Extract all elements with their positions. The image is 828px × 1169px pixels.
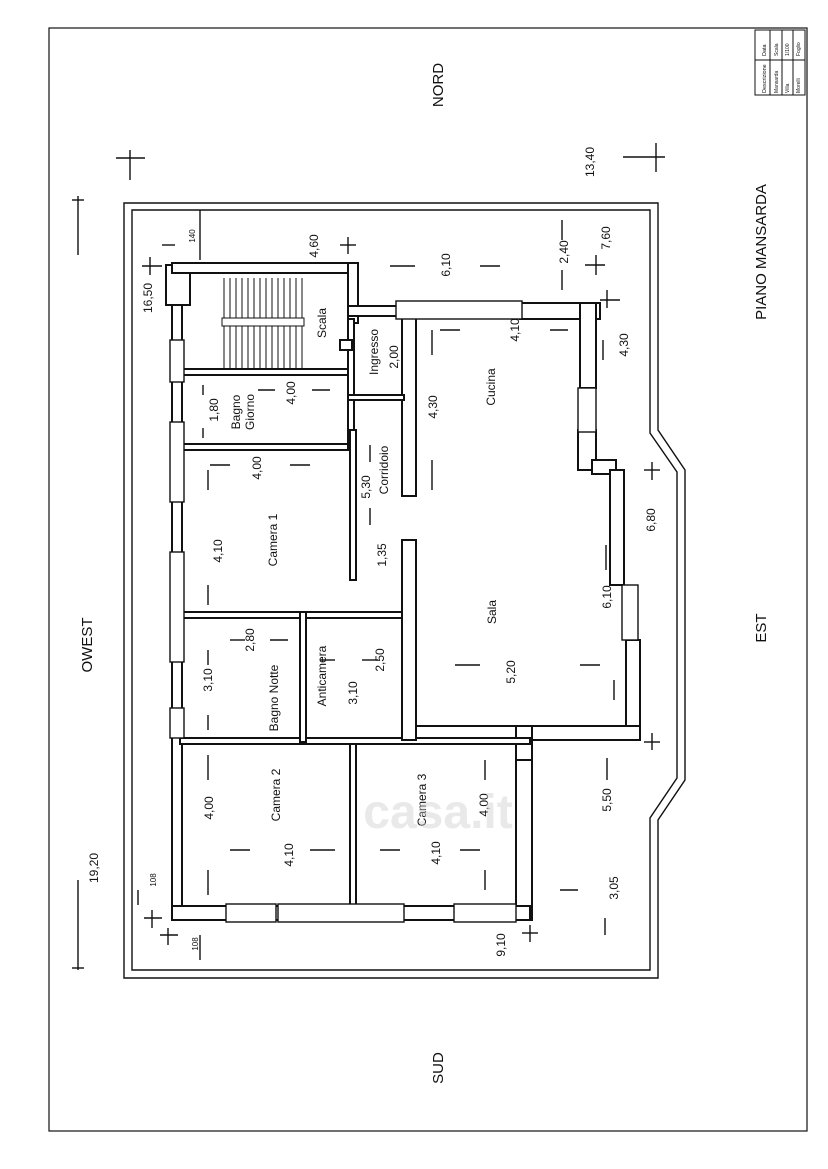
- watermark: casa.it: [363, 786, 512, 839]
- dim-13-40: 13,40: [583, 147, 597, 177]
- room-bagno-notte-dim: 3,10: [201, 668, 215, 692]
- label-est: EST: [753, 613, 770, 642]
- tb-header-data: Data: [762, 43, 768, 56]
- dim-9-10: 9,10: [494, 933, 508, 957]
- tb-cell: Scala: [774, 43, 780, 56]
- room-bagno-notte-label: Bagno Notte: [267, 664, 281, 731]
- dim-140: 140: [188, 229, 197, 243]
- room-labels: Scala Ingresso 2,00 BagnoGiorno 1,80 4,0…: [201, 308, 614, 867]
- room-anticamera-dim: 3,10: [346, 681, 360, 705]
- dim-3-05: 3,05: [607, 876, 621, 900]
- room-scala-label: Scala: [315, 308, 329, 338]
- room-camera-2-dim: 4,00: [202, 796, 216, 820]
- room-camera-3-dim: 4,00: [477, 793, 491, 817]
- room-anticamera-dim: 2,50: [373, 648, 387, 672]
- room-corridoio-dim: 5,30: [359, 475, 373, 499]
- room-camera-2-dim: 4,10: [282, 843, 296, 867]
- tb-cell: Villa: [785, 83, 791, 93]
- dim-2-40: 2,40: [557, 240, 571, 264]
- dim-19-20: 19,20: [87, 853, 101, 883]
- room-cucina-dim: 4,30: [426, 395, 440, 419]
- room-corridoio-label: Corridoio: [377, 445, 391, 494]
- room-camera-3-label: Camera 3: [415, 773, 429, 826]
- room-camera-1-dim: 4,10: [211, 539, 225, 563]
- room-cucina-dim: 4,10: [508, 318, 522, 342]
- dimension-ticks: [202, 329, 615, 895]
- room-bagno-notte-dim: 2,80: [243, 628, 257, 652]
- room-bagno-giorno-dim: 1,80: [207, 398, 221, 422]
- title-block: Descrizione Data Mansarda Scala Villa 1/…: [754, 29, 806, 96]
- room-camera-1-dim: 4,00: [250, 456, 264, 480]
- lot-boundary: [123, 202, 686, 979]
- room-corridoio-dim: 1,35: [375, 543, 389, 567]
- room-ingresso-dim: 2,00: [387, 345, 401, 369]
- room-bagno-giorno-dim: 4,00: [284, 381, 298, 405]
- label-nord: NORD: [430, 63, 447, 107]
- room-anticamera-label: Anticamera: [315, 645, 329, 706]
- room-sala-dim: 5,20: [504, 660, 518, 684]
- dim-16-50: 16,50: [141, 283, 155, 313]
- dim-4-60: 4,60: [307, 234, 321, 258]
- room-cucina-label: Cucina: [484, 368, 498, 406]
- staircase: [221, 278, 305, 369]
- room-camera-2-label: Camera 2: [269, 768, 283, 821]
- tb-header-desc: Descrizione: [762, 64, 768, 93]
- exterior-dimension-labels: 13,40 7,60 2,40 6,10 4,60 140 16,50 4,30…: [87, 147, 658, 957]
- windows: [169, 300, 639, 923]
- room-sala-label: Sala: [485, 600, 499, 624]
- dim-108-top: 108: [149, 873, 158, 887]
- room-camera-1-label: Camera 1: [266, 513, 280, 566]
- sheet-border: [48, 27, 808, 1132]
- dim-7-60: 7,60: [599, 226, 613, 250]
- room-ingresso-label: Ingresso: [367, 329, 381, 375]
- dim-6-80: 6,80: [644, 508, 658, 532]
- room-bagno-giorno-label: BagnoGiorno: [229, 394, 257, 430]
- tb-cell: Morelli: [796, 78, 802, 93]
- tb-cell: Foglio: [796, 42, 802, 56]
- tb-cell: 1/100: [785, 43, 791, 56]
- dim-5-50: 5,50: [600, 788, 614, 812]
- room-camera-3-dim: 4,10: [429, 841, 443, 865]
- dim-6-10: 6,10: [439, 253, 453, 277]
- tb-cell: Mansarda: [774, 71, 780, 93]
- dim-108-bottom: 108: [191, 937, 200, 951]
- dim-4-30: 4,30: [617, 333, 631, 357]
- room-sala-dim: 6,10: [600, 585, 614, 609]
- label-sud: SUD: [430, 1052, 447, 1084]
- exterior-marks: [72, 143, 665, 970]
- sheet-title: PIANO MANSARDA: [753, 184, 770, 320]
- label-owest: OWEST: [79, 618, 96, 673]
